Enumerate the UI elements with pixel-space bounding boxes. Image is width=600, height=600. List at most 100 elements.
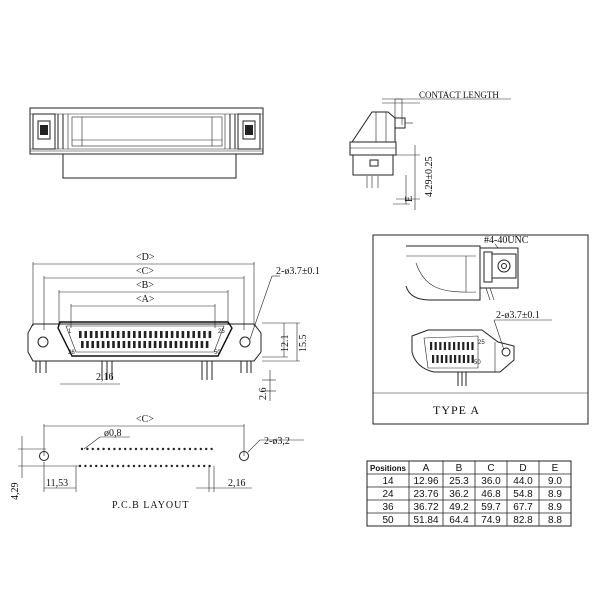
pcb-hole bbox=[183, 447, 186, 451]
pcb-hole bbox=[127, 464, 130, 468]
table-cell: 8.9 bbox=[548, 489, 562, 500]
contact-pin bbox=[443, 342, 446, 350]
table-cell: 23.76 bbox=[413, 489, 438, 500]
pcb-hole bbox=[181, 464, 184, 468]
pcb-hole bbox=[145, 447, 148, 451]
height-15-5-label: 15.5 bbox=[298, 335, 309, 353]
contact-pin bbox=[106, 331, 109, 338]
pcb-hole bbox=[80, 447, 84, 451]
side-e-label: E bbox=[404, 196, 415, 202]
pcb-hole bbox=[89, 464, 93, 468]
pcb-hole bbox=[86, 447, 89, 451]
pcb-hole bbox=[111, 464, 114, 468]
contact-pin bbox=[111, 331, 114, 338]
contact-pin bbox=[458, 355, 461, 363]
type-a-hole-label: 2-ø3.7±0.1 bbox=[496, 310, 540, 321]
pcb-hole bbox=[149, 464, 152, 468]
contact-pin bbox=[439, 342, 442, 350]
contact-pin bbox=[86, 341, 89, 348]
contact-pin bbox=[430, 342, 433, 350]
pcb-hole bbox=[107, 447, 111, 451]
contact-pin bbox=[84, 331, 87, 338]
pcb-2-16-label: 2,16 bbox=[228, 478, 246, 489]
pcb-hole bbox=[95, 464, 98, 468]
contact-pin bbox=[160, 331, 163, 338]
mount-hole-label: 2-ø3.7±0.1 bbox=[276, 266, 320, 277]
pcb-hole bbox=[178, 447, 181, 451]
pcb-hole bbox=[122, 464, 125, 468]
contact-pin bbox=[116, 331, 120, 338]
top-view bbox=[29, 107, 264, 179]
pcb-hole bbox=[140, 447, 143, 451]
pin-len-2-6-label: 2.6 bbox=[258, 388, 269, 401]
contact-pin bbox=[471, 342, 474, 350]
contact-pin bbox=[190, 341, 193, 348]
type-a-title: TYPE A bbox=[433, 403, 480, 417]
pcb-hole bbox=[186, 464, 190, 468]
table-header-cell: B bbox=[456, 463, 463, 474]
contact-pin bbox=[79, 331, 82, 338]
pcb-hole bbox=[188, 447, 192, 451]
contact-pin bbox=[112, 341, 115, 348]
contact-pin bbox=[187, 331, 190, 338]
table-cell: 54.8 bbox=[513, 489, 533, 500]
contact-pin bbox=[95, 331, 98, 338]
pcb-hole bbox=[134, 447, 138, 451]
pcb-hole bbox=[199, 447, 202, 451]
pcb-hole bbox=[138, 464, 141, 468]
contact-pin bbox=[197, 331, 201, 338]
pcb-hole bbox=[203, 464, 206, 468]
pcb-hole bbox=[192, 464, 195, 468]
pcb-hole bbox=[151, 447, 154, 451]
contact-pin bbox=[149, 331, 152, 338]
pcb-pin-hole-label: ø0,8 bbox=[104, 428, 122, 439]
table-cell: 82.8 bbox=[513, 515, 533, 526]
pcb-row-offset-label: 4,29 bbox=[10, 483, 21, 501]
table-cell: 14 bbox=[382, 476, 394, 487]
contact-pin bbox=[100, 331, 104, 338]
contact-pin bbox=[203, 331, 206, 338]
pin-1-label: 1 bbox=[68, 329, 72, 335]
table-cell: 51.84 bbox=[413, 515, 438, 526]
height-12-1-label: 12.1 bbox=[280, 335, 291, 353]
pcb-hole bbox=[97, 447, 100, 451]
table-cell: 46.8 bbox=[481, 489, 501, 500]
contact-pin bbox=[445, 355, 448, 363]
table-cell: 49.2 bbox=[449, 502, 469, 513]
side-height-label: 4.29±0.25 bbox=[424, 157, 435, 198]
table-cell: 24 bbox=[382, 489, 394, 500]
pin-50-label: 50 bbox=[214, 350, 221, 356]
pcb-hole-array bbox=[78, 447, 213, 468]
contact-pin bbox=[164, 341, 167, 348]
dim-c-label: <C> bbox=[136, 266, 154, 277]
dim-a-label: <A> bbox=[136, 294, 155, 305]
type-a-pin-array bbox=[430, 342, 474, 363]
pcb-hole bbox=[124, 447, 127, 451]
side-view: CONTACT LENGTH 4.29±0.25 E bbox=[349, 90, 511, 210]
contact-pin bbox=[457, 342, 460, 350]
contact-pin bbox=[122, 341, 126, 348]
contact-pin bbox=[101, 341, 105, 348]
contact-pin bbox=[181, 331, 185, 338]
contact-pin bbox=[208, 331, 212, 338]
contact-pin bbox=[200, 341, 204, 348]
pcb-mount-hole-label: 2-ø3,2 bbox=[264, 436, 290, 447]
table-cell: 36.2 bbox=[449, 489, 469, 500]
contact-pin bbox=[107, 341, 110, 348]
table-border bbox=[366, 460, 572, 527]
contact-pin bbox=[448, 342, 451, 350]
contact-pin bbox=[453, 342, 456, 350]
contact-pin bbox=[81, 341, 84, 348]
table-cell: 8.9 bbox=[548, 502, 562, 513]
contact-pin bbox=[91, 341, 94, 348]
pin-26-label: 26 bbox=[68, 350, 75, 356]
contact-pin bbox=[467, 355, 470, 363]
pcb-hole bbox=[167, 447, 170, 451]
pcb-hole bbox=[91, 447, 95, 451]
table-cell: 36.0 bbox=[481, 476, 501, 487]
pcb-hole bbox=[154, 464, 157, 468]
pcb-hole bbox=[118, 447, 122, 451]
contact-pin bbox=[454, 355, 457, 363]
contact-pin bbox=[89, 331, 93, 338]
